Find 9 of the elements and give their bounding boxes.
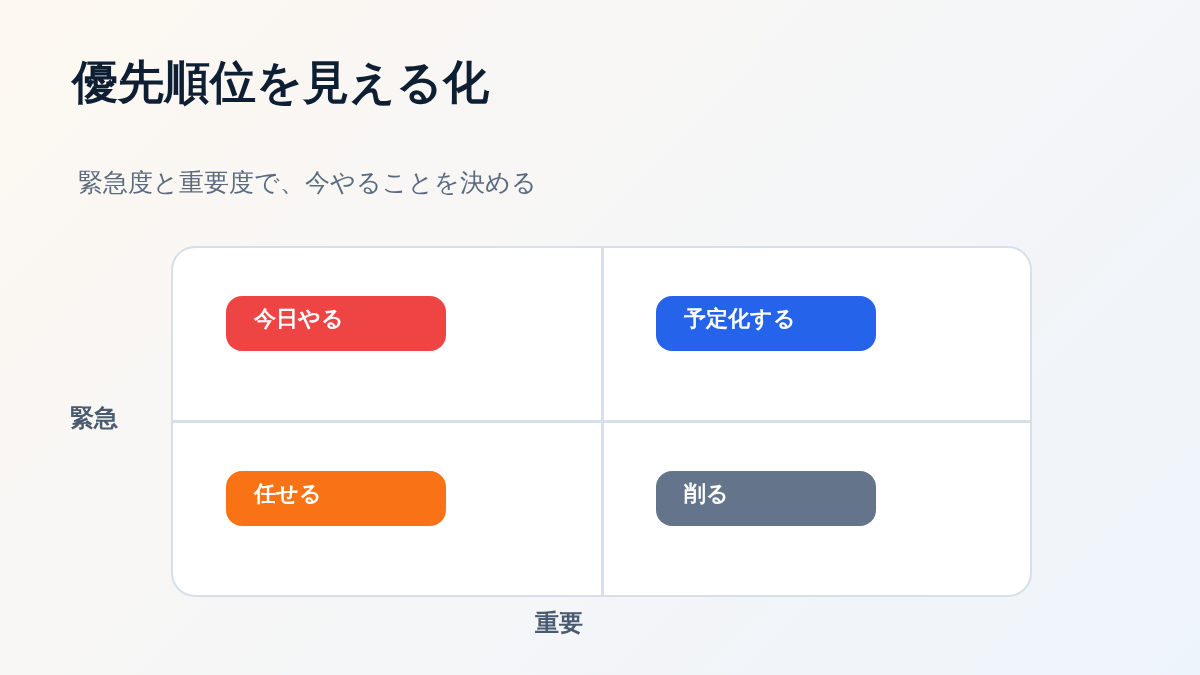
action-tag: 予定化する [656, 296, 876, 351]
action-tag: 今日やる [226, 296, 446, 351]
axis-label: 重要 [535, 608, 583, 638]
action-tag: 任せる [226, 471, 446, 526]
subtitle: 緊急度と重要度で、今やることを決める [78, 168, 537, 198]
axis-label: 緊急 [70, 403, 118, 433]
page-title: 優先順位を見える化 [72, 55, 489, 110]
action-tag: 削る [656, 471, 876, 526]
matrix-panel [171, 246, 1032, 597]
